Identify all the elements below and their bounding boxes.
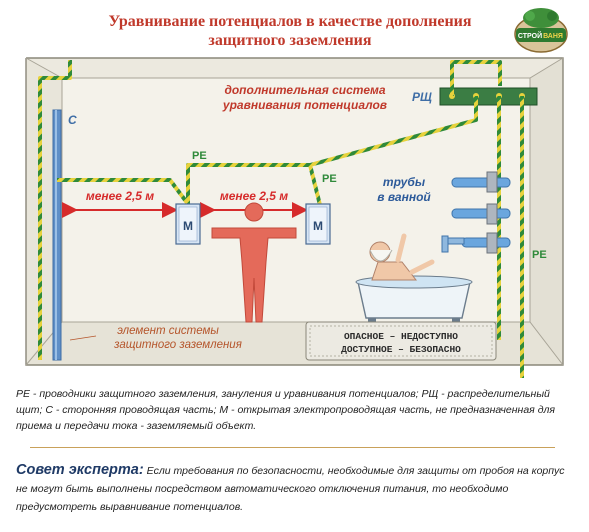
ground-element-label-2: защитного заземления bbox=[113, 339, 242, 351]
rug-text-2: ДОСТУПНОЕ – БЕЗОПАСНО bbox=[341, 344, 461, 355]
person-figure bbox=[211, 202, 297, 323]
pipes-label-2: в ванной bbox=[377, 190, 431, 204]
m-box-left bbox=[175, 203, 201, 245]
system-label-1: дополнительная система bbox=[224, 83, 385, 97]
tip-heading: Совет эксперта: bbox=[16, 462, 144, 478]
bathtub bbox=[355, 275, 473, 326]
title-line-2: защитного заземления bbox=[208, 32, 372, 49]
equipotential-diagram: C РЩ дополнительная система уравнивания … bbox=[25, 57, 564, 378]
m-label-right: M bbox=[313, 219, 323, 233]
system-label-2: уравнивания потенциалов bbox=[222, 98, 387, 112]
title-line-1: Уравнивание потенциалов в качестве допол… bbox=[108, 13, 472, 30]
distance-left-label: менее 2,5 м bbox=[86, 189, 154, 203]
bathroom-pipes bbox=[441, 171, 511, 254]
distance-right-label: менее 2,5 м bbox=[220, 189, 288, 203]
tip-text: Если требования по безопасности, необход… bbox=[16, 465, 565, 513]
m-label-left: M bbox=[183, 219, 193, 233]
pipes-label-1: трубы bbox=[383, 175, 426, 189]
pe-label-right: PE bbox=[532, 249, 547, 261]
logo-text-1: СТРОЙ bbox=[518, 31, 542, 40]
rsh-label: РЩ bbox=[412, 90, 432, 104]
rug-text-1: ОПАСНОЕ – НЕДОСТУПНО bbox=[344, 331, 458, 342]
ground-element-label-1: элемент системы bbox=[117, 325, 219, 337]
bather-figure bbox=[369, 233, 435, 281]
page-title: Уравнивание потенциалов в качестве допол… bbox=[70, 12, 510, 50]
warning-rug bbox=[305, 321, 497, 361]
logo: СТРОЙ ВАНЯ bbox=[514, 8, 568, 53]
expert-tip: Совет эксперта: Если требования по безоп… bbox=[16, 461, 571, 516]
legend-text: PE - проводники защитного заземления, за… bbox=[16, 388, 556, 432]
pe-conductors bbox=[38, 60, 524, 378]
third-party-conductive-part bbox=[52, 109, 62, 361]
logo-text-2: ВАНЯ bbox=[543, 33, 563, 40]
pe-label-middle: PE bbox=[322, 173, 337, 185]
m-box-right bbox=[305, 203, 331, 245]
pe-label-left: PE bbox=[192, 150, 207, 162]
c-label: C bbox=[68, 113, 77, 127]
divider bbox=[30, 447, 555, 448]
